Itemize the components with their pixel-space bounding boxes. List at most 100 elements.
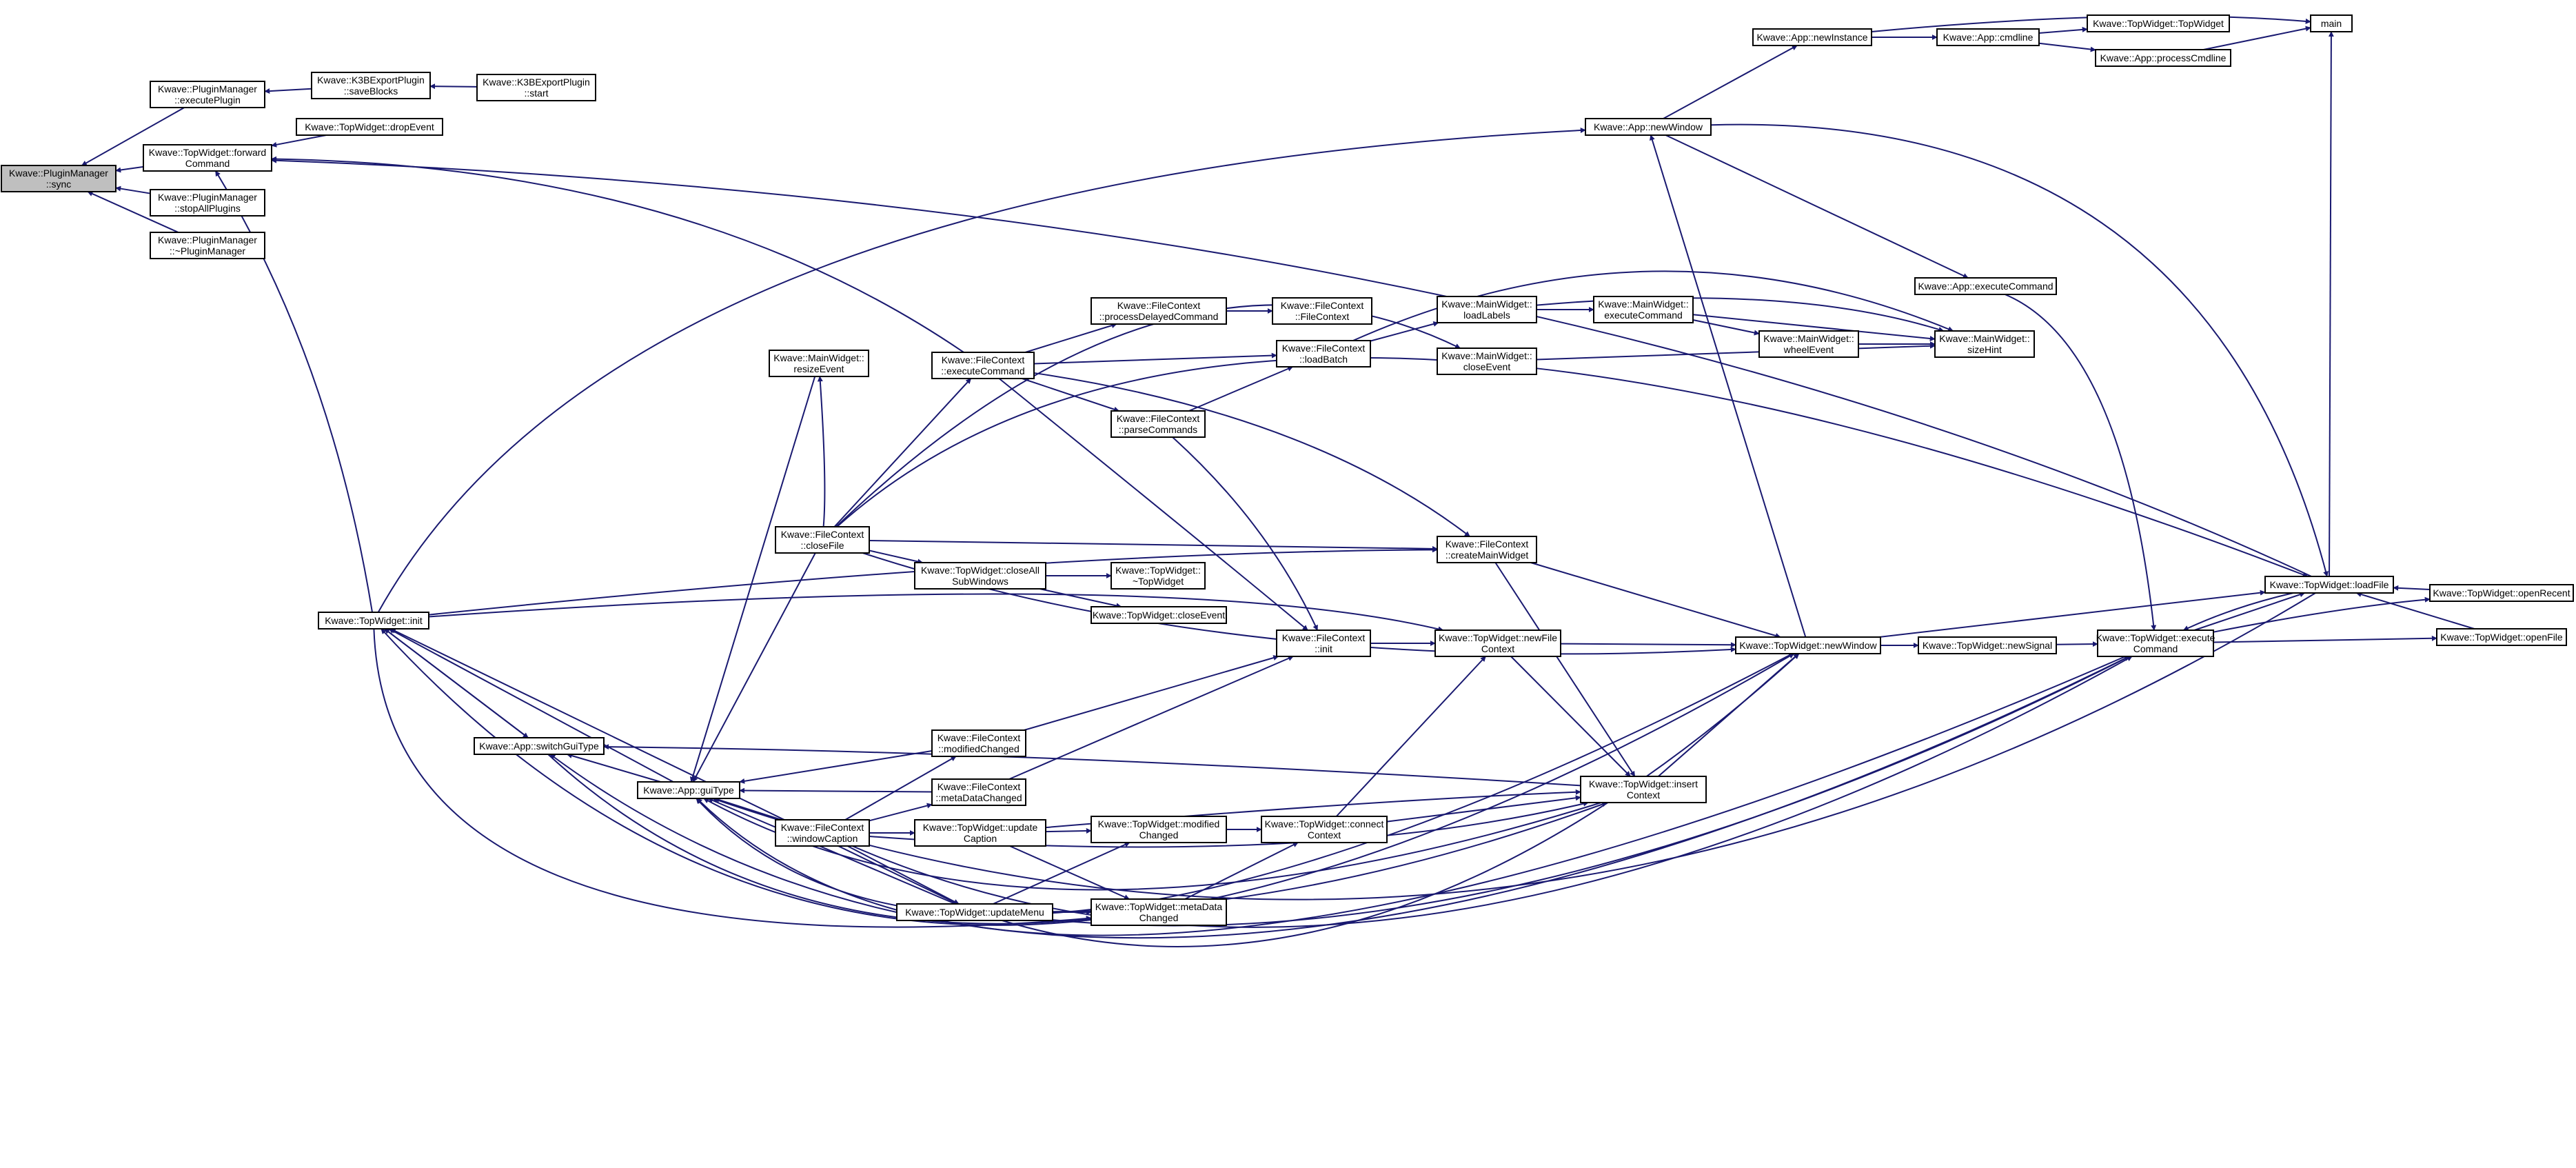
graph-node[interactable]: Kwave::FileContext::createMainWidget <box>1437 536 1537 563</box>
graph-node[interactable]: Kwave::MainWidget::loadLabels <box>1437 296 1537 323</box>
node-label: ::parseCommands <box>1119 424 1197 435</box>
graph-node[interactable]: Kwave::MainWidget::executeCommand <box>1593 296 1694 323</box>
node-label: ::loadBatch <box>1299 354 1348 365</box>
node-label: Context <box>1481 643 1514 654</box>
node-label: Kwave::TopWidget::newSignal <box>1923 640 2052 651</box>
node-box <box>311 72 431 99</box>
graph-node[interactable]: Kwave::TopWidget::loadFile <box>2264 576 2394 594</box>
node-label: Kwave::TopWidget::update <box>923 822 1038 833</box>
node-label: Context <box>1308 829 1341 840</box>
graph-node[interactable]: Kwave::FileContext::parseCommands <box>1110 410 1206 438</box>
graph-node[interactable]: Kwave::PluginManager::executePlugin <box>150 81 265 108</box>
node-label: main <box>2321 18 2342 29</box>
edge-windowCaption-to-twExecuteCommand <box>852 656 2133 928</box>
graph-node[interactable]: Kwave::FileContext::executeCommand <box>931 352 1035 379</box>
edge-appExecuteCommand-to-twExecuteCommand <box>2005 294 2157 631</box>
edge-updateMenu-to-guiType <box>707 798 956 905</box>
graph-node[interactable]: Kwave::MainWidget::closeEvent <box>1437 348 1537 375</box>
node-box <box>1261 816 1388 843</box>
graph-node[interactable]: Kwave::MainWidget::resizeEvent <box>769 350 869 377</box>
graph-node[interactable]: Kwave::TopWidget::openFile <box>2436 628 2567 646</box>
node-label: Kwave::TopWidget:: <box>1115 565 1201 576</box>
graph-node[interactable]: Kwave::App::executeCommand <box>1914 277 2057 295</box>
node-box <box>1437 296 1537 323</box>
edge-twNewWindow-to-loadFile <box>1878 590 2266 638</box>
graph-node[interactable]: Kwave::App::newInstance <box>1752 28 1872 46</box>
node-label: sizeHint <box>1967 344 2002 355</box>
graph-node[interactable]: Kwave::TopWidget::dropEvent <box>296 118 443 136</box>
node-box <box>775 819 870 847</box>
graph-node[interactable]: Kwave::FileContext::closeFile <box>775 526 870 554</box>
graph-node[interactable]: Kwave::TopWidget::modifiedChanged <box>1091 816 1227 843</box>
graph-node[interactable]: Kwave::K3BExportPlugin::saveBlocks <box>311 72 431 99</box>
node-box <box>931 352 1035 379</box>
graph-node[interactable]: Kwave::FileContext::metaDataChanged <box>931 778 1026 806</box>
node-box <box>1091 898 1227 926</box>
graph-node[interactable]: Kwave::FileContext::init <box>1276 630 1371 657</box>
node-label: ::saveBlocks <box>344 85 398 97</box>
node-label: ::metaDataChanged <box>935 792 1022 803</box>
graph-node[interactable]: Kwave::K3BExportPlugin::start <box>476 74 596 101</box>
node-label: Kwave::MainWidget:: <box>1441 299 1532 310</box>
node-box <box>1758 330 1859 358</box>
graph-node[interactable]: Kwave::TopWidget::TopWidget <box>2087 14 2230 32</box>
node-label: Kwave::TopWidget::newFile <box>1439 632 1557 643</box>
graph-node[interactable]: Kwave::FileContext::processDelayedComman… <box>1091 297 1227 325</box>
edge-cmdline-to-twCtor <box>2038 26 2088 34</box>
node-box <box>1276 630 1371 657</box>
graph-node[interactable]: Kwave::TopWidget::init <box>318 612 429 630</box>
node-box <box>150 232 265 259</box>
node-label: ::start <box>524 88 548 99</box>
graph-node[interactable]: Kwave::FileContext::modifiedChanged <box>931 729 1026 757</box>
edge-insertContext-to-switchGuiType <box>603 744 1581 787</box>
graph-node[interactable]: Kwave::App::processCmdline <box>2095 49 2231 67</box>
node-label: Kwave::TopWidget::metaData <box>1095 901 1223 912</box>
node-label: ::modifiedChanged <box>938 743 1020 754</box>
graph-node[interactable]: Kwave::TopWidget::executeCommand <box>2096 630 2215 657</box>
graph-node[interactable]: main <box>2310 14 2353 32</box>
graph-node[interactable]: Kwave::FileContext::loadBatch <box>1276 340 1371 367</box>
graph-node[interactable]: Kwave::TopWidget::closeEvent <box>1091 606 1227 624</box>
graph-node[interactable]: Kwave::TopWidget::metaDataChanged <box>1091 898 1227 926</box>
graph-node[interactable]: Kwave::TopWidget::updateMenu <box>896 903 1053 921</box>
node-label: Kwave::K3BExportPlugin <box>483 77 590 88</box>
node-label: Kwave::FileContext <box>937 781 1021 792</box>
node-label: Kwave::MainWidget:: <box>1939 333 2030 344</box>
node-label: Kwave::App::guiType <box>643 785 734 796</box>
edge-fcExecuteCommand-to-fcInit <box>998 378 1308 631</box>
node-box <box>1936 28 2040 46</box>
node-box <box>2097 630 2214 657</box>
edge-saveBlocks-to-executePlugin <box>264 88 312 94</box>
node-label: Kwave::MainWidget:: <box>1441 350 1532 361</box>
graph-node[interactable]: Kwave::PluginManager::sync <box>1 165 116 192</box>
node-box <box>1 165 116 192</box>
graph-node[interactable]: Kwave::TopWidget::newSignal <box>1918 636 2057 654</box>
edge-guiType-to-switchGuiType <box>566 753 661 783</box>
node-label: Kwave::TopWidget::newWindow <box>1739 640 1877 651</box>
edge-windowCaption-to-guiType <box>713 797 782 820</box>
graph-node[interactable]: Kwave::FileContext::FileContext <box>1272 297 1372 325</box>
graph-node[interactable]: Kwave::PluginManager::~PluginManager <box>150 232 265 259</box>
graph-node[interactable]: Kwave::TopWidget::openRecent <box>2429 584 2574 602</box>
graph-node[interactable]: Kwave::TopWidget::newWindow <box>1735 636 1881 654</box>
graph-node[interactable]: Kwave::App::switchGuiType <box>474 737 605 755</box>
graph-node[interactable]: Kwave::App::guiType <box>637 781 740 799</box>
node-label: Kwave::FileContext <box>1117 413 1200 424</box>
graph-node[interactable]: Kwave::MainWidget::sizeHint <box>1934 330 2035 358</box>
graph-node[interactable]: Kwave::MainWidget::wheelEvent <box>1758 330 1859 358</box>
graph-node[interactable]: Kwave::TopWidget::~TopWidget <box>1110 562 1206 590</box>
graph-node[interactable]: Kwave::PluginManager::stopAllPlugins <box>150 189 265 217</box>
graph-node[interactable]: Kwave::App::newWindow <box>1585 118 1712 136</box>
edge-windowCaption-to-modifiedChanged <box>844 756 957 820</box>
graph-node[interactable]: Kwave::App::cmdline <box>1936 28 2040 46</box>
edge-closeFile-to-guiType <box>692 552 816 783</box>
node-box <box>1918 636 2057 654</box>
edge-dropEvent-to-forwardCommand <box>271 134 327 148</box>
graph-node[interactable]: Kwave::FileContext::windowCaption <box>775 819 870 847</box>
